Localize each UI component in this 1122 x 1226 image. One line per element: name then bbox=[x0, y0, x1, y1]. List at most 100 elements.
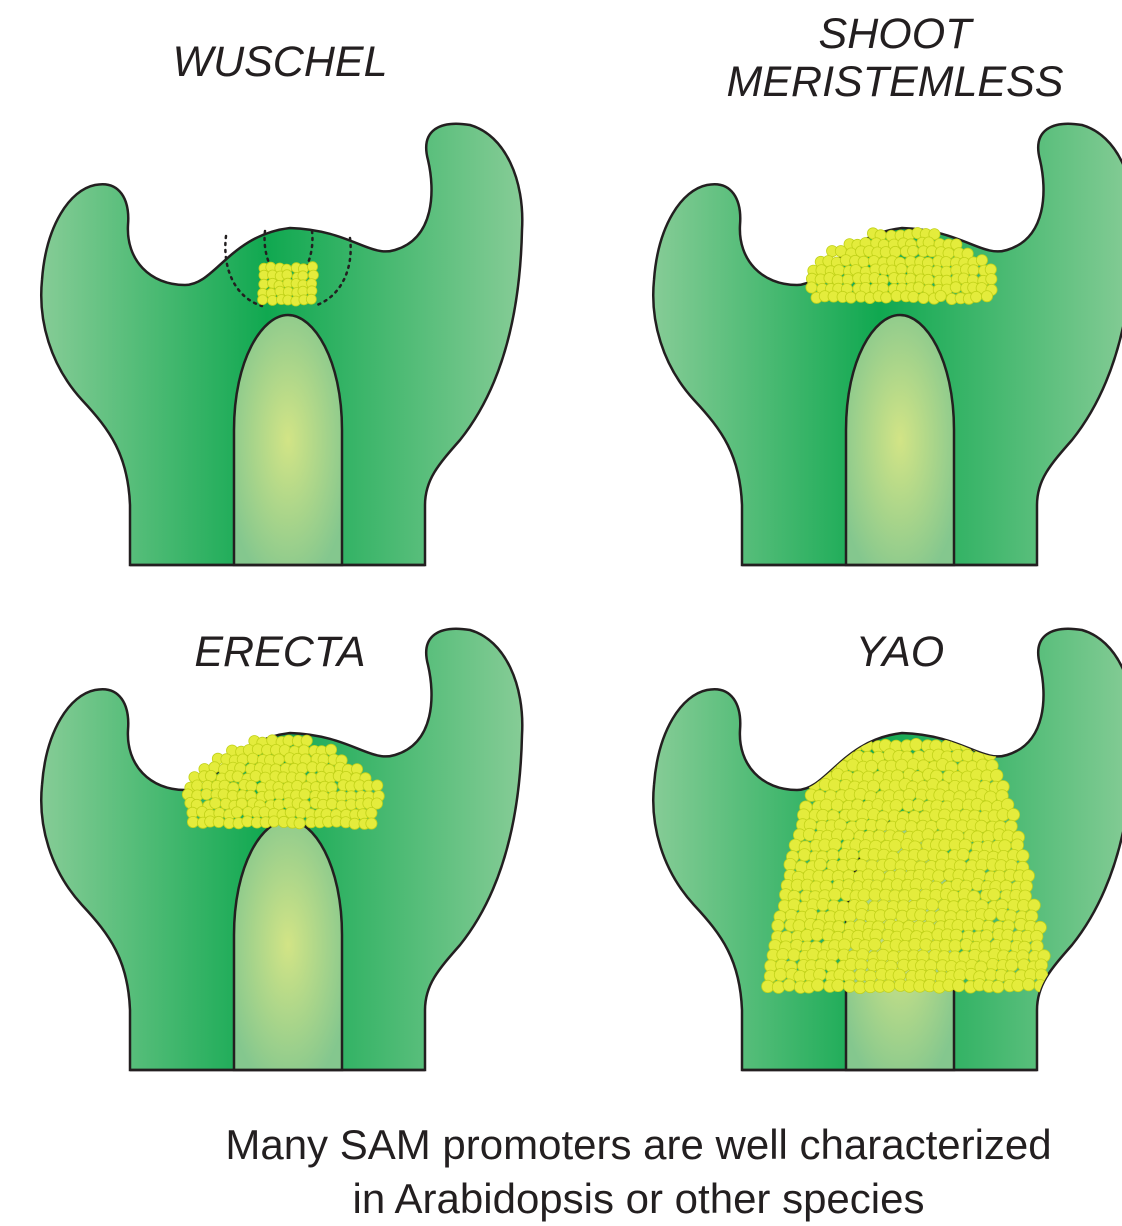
expression-cell bbox=[845, 292, 856, 303]
label-erecta: ERECTA bbox=[160, 628, 400, 676]
vascular-tissue bbox=[234, 315, 342, 565]
wuschel-expression-domain bbox=[258, 262, 319, 306]
label-wuschel: WUSCHEL bbox=[140, 38, 420, 86]
expression-cell bbox=[979, 940, 991, 952]
expression-cell bbox=[187, 816, 198, 827]
expression-cell bbox=[950, 282, 961, 293]
expression-cell bbox=[988, 889, 1000, 901]
label-yao: YAO bbox=[800, 628, 1000, 676]
expression-cell bbox=[258, 295, 268, 305]
expression-cell bbox=[821, 749, 833, 761]
expression-cell bbox=[817, 899, 829, 911]
label-shoot-meristemless: SHOOT MERISTEMLESS bbox=[700, 10, 1090, 106]
expression-cell bbox=[273, 754, 284, 765]
expression-cell bbox=[231, 807, 242, 818]
expression-cell bbox=[884, 859, 896, 871]
expression-cell bbox=[798, 849, 810, 861]
panel-wuschel bbox=[41, 124, 522, 565]
expression-cell bbox=[1007, 809, 1019, 821]
expression-cell bbox=[991, 769, 1003, 781]
expression-cell bbox=[971, 291, 982, 302]
expression-cell bbox=[306, 294, 316, 304]
panel-erecta bbox=[41, 629, 522, 1070]
expression-cell bbox=[788, 949, 800, 961]
expression-cell bbox=[832, 979, 844, 991]
expression-cell bbox=[366, 807, 377, 818]
expression-cell bbox=[865, 760, 877, 772]
expression-cell bbox=[299, 789, 310, 800]
expression-cell bbox=[201, 789, 212, 800]
expression-cell bbox=[295, 808, 306, 819]
expression-cell bbox=[926, 899, 938, 911]
expression-cell bbox=[326, 798, 337, 809]
expression-cell bbox=[889, 839, 901, 851]
expression-cell bbox=[784, 858, 796, 870]
expression-cell bbox=[992, 981, 1004, 993]
expression-cell bbox=[984, 909, 996, 921]
expression-cell bbox=[961, 749, 973, 761]
label-line: SHOOT bbox=[700, 10, 1090, 58]
label-line: ERECTA bbox=[160, 628, 400, 676]
expression-cell bbox=[981, 291, 992, 302]
expression-cell bbox=[833, 265, 844, 276]
expression-cell bbox=[858, 889, 870, 901]
expression-cell bbox=[247, 753, 258, 764]
expression-cell bbox=[869, 938, 881, 950]
expression-cell bbox=[1044, 981, 1056, 993]
vascular-tissue bbox=[846, 315, 954, 565]
expression-cell bbox=[1006, 959, 1018, 971]
label-line: WUSCHEL bbox=[140, 38, 420, 86]
expression-cell bbox=[772, 920, 784, 932]
expression-cell bbox=[783, 979, 795, 991]
label-line: YAO bbox=[800, 628, 1000, 676]
panel-yao bbox=[653, 629, 1122, 1070]
expression-cell bbox=[246, 780, 257, 791]
expression-cell bbox=[372, 780, 383, 791]
expression-cell bbox=[210, 798, 221, 809]
expression-cell bbox=[957, 848, 969, 860]
expression-cell bbox=[774, 969, 786, 981]
expression-cell bbox=[806, 282, 817, 293]
vascular-tissue bbox=[234, 820, 342, 1070]
expression-cell bbox=[192, 780, 203, 791]
expression-cell bbox=[949, 940, 961, 952]
expression-cell bbox=[274, 789, 285, 800]
expression-cell bbox=[294, 818, 305, 829]
expression-cell bbox=[268, 295, 278, 305]
figure-caption: Many SAM promoters are well characterize… bbox=[0, 1118, 1122, 1226]
expression-cell bbox=[807, 948, 819, 960]
expression-cell bbox=[812, 979, 824, 991]
label-line: MERISTEMLESS bbox=[700, 58, 1090, 106]
expression-cell bbox=[1028, 899, 1040, 911]
expression-cell bbox=[213, 816, 224, 827]
expression-cell bbox=[933, 870, 945, 882]
expression-cell bbox=[839, 738, 851, 750]
expression-cell bbox=[829, 888, 841, 900]
expression-cell bbox=[909, 938, 921, 950]
expression-cell bbox=[811, 929, 823, 941]
expression-cell bbox=[908, 291, 919, 302]
expression-cell bbox=[908, 245, 919, 256]
expression-cell bbox=[918, 292, 929, 303]
expression-cell bbox=[844, 910, 856, 922]
expression-cell bbox=[986, 274, 997, 285]
expression-cell bbox=[881, 292, 892, 303]
expression-cell bbox=[882, 980, 894, 992]
expression-cell bbox=[908, 888, 920, 900]
expression-cell bbox=[976, 255, 987, 266]
expression-cell bbox=[1023, 978, 1035, 990]
expression-cell bbox=[816, 760, 828, 772]
expression-cell bbox=[953, 979, 965, 991]
panel-shoot-meristemless bbox=[653, 124, 1122, 565]
expression-cell bbox=[968, 265, 979, 276]
expression-cell bbox=[935, 290, 946, 301]
expression-cell bbox=[772, 981, 784, 993]
expression-cell bbox=[366, 818, 377, 829]
expression-cell bbox=[951, 799, 963, 811]
expression-cell bbox=[1017, 850, 1029, 862]
expression-cell bbox=[814, 858, 826, 870]
shoot-meristemless-expression-domain bbox=[806, 228, 997, 305]
expression-cell bbox=[910, 738, 922, 750]
caption-line: Many SAM promoters are well characterize… bbox=[0, 1118, 1122, 1172]
